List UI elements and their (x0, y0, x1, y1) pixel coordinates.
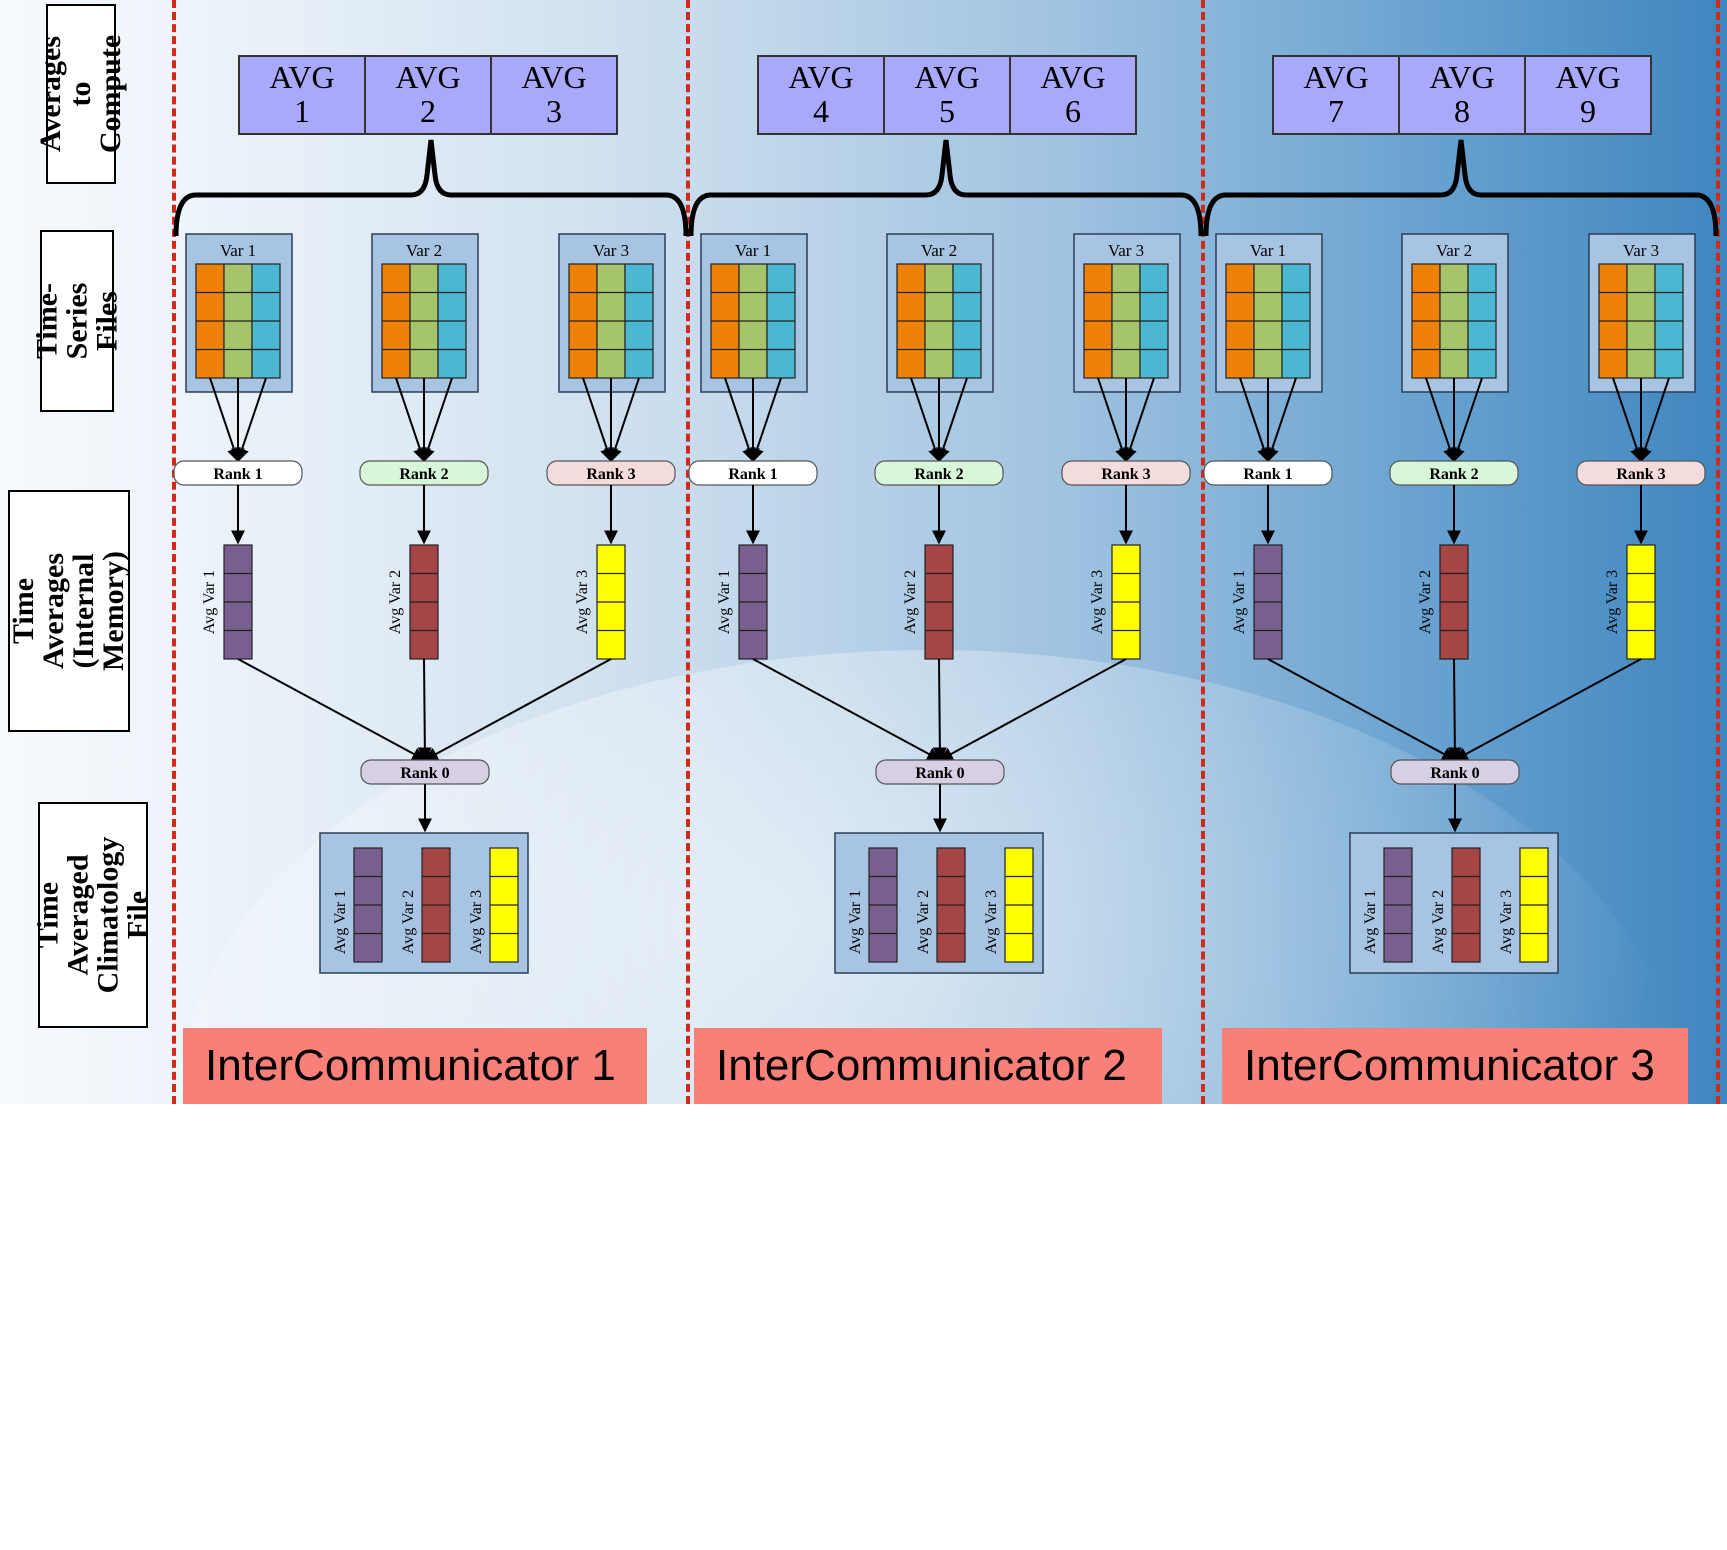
intercommunicator-1: InterCommunicator 1 (183, 1028, 647, 1104)
rank-label: Rank 1 (1243, 466, 1292, 483)
avg-var-label: Avg Var 3 (1604, 570, 1621, 634)
avg-var-label: Avg Var 1 (847, 890, 864, 954)
avg-var-label: Avg Var 3 (1089, 570, 1106, 634)
avg-var-label: Avg Var 3 (574, 570, 591, 634)
var-file-label: Var 2 (406, 241, 442, 260)
flow-diagram: Var 1 Rank 1 Avg Var 1 Var 2 Rank 2 Avg Var 2… (173, 139, 1719, 974)
arrow (938, 658, 1127, 761)
rank-label: Rank 3 (586, 466, 635, 483)
intercommunicator-group-3: Var 1 Rank 1 Avg Var 1 Var 2 Rank 2 Avg Var 2… (1203, 139, 1719, 974)
intercommunicator-group-1: Var 1 Rank 1 Avg Var 1 Var 2 Rank 2 Avg Var 2… (173, 139, 689, 974)
divider-line (172, 0, 176, 1104)
avg-var-label: Avg Var 1 (1362, 890, 1379, 954)
intercommunicator-group-2: Var 1 Rank 1 Avg Var 1 Var 2 Rank 2 Avg Var 2… (688, 139, 1204, 974)
avg-var-label: Avg Var 1 (1231, 570, 1248, 634)
arrow (417, 658, 432, 762)
arrow (1265, 377, 1297, 463)
avg-var-label: Avg Var 2 (1417, 570, 1434, 634)
arrow (1453, 658, 1642, 761)
var-file-label: Var 3 (593, 241, 629, 260)
divider-line (1201, 0, 1205, 1104)
intercommunicator-2: InterCommunicator 2 (694, 1028, 1162, 1104)
avg-var-label: Avg Var 2 (400, 890, 417, 954)
rank-label: Rank 1 (728, 466, 777, 483)
arrow (750, 377, 782, 463)
arrow (1097, 377, 1129, 463)
avg-var-label: Avg Var 1 (716, 570, 733, 634)
rank-label: Rank 3 (1616, 466, 1665, 483)
divider-line (686, 0, 690, 1104)
arrow (932, 658, 947, 762)
arrow (235, 377, 267, 463)
arrow (1451, 377, 1483, 463)
arrow (1425, 377, 1457, 463)
brace (173, 139, 689, 237)
arrow (752, 658, 942, 761)
arrow (423, 658, 612, 761)
avg-var-label: Avg Var 3 (1498, 890, 1515, 954)
arrow (1447, 658, 1462, 762)
row-label-climatology: Time Averaged Climatology File (31, 802, 154, 1028)
arrow (582, 377, 614, 463)
divider-line (1716, 0, 1720, 1104)
rank-label: Rank 0 (1430, 765, 1479, 782)
avg-var-label: Avg Var 2 (387, 570, 404, 634)
arrow (421, 377, 453, 463)
arrow (209, 377, 241, 463)
arrow (1267, 658, 1457, 761)
var-file-label: Var 3 (1108, 241, 1144, 260)
avg-var-label: Avg Var 1 (201, 570, 218, 634)
row-label-timeseries: Time-Series Files (30, 230, 123, 412)
avg-var-label: Avg Var 2 (1430, 890, 1447, 954)
arrow (1123, 377, 1155, 463)
row-label-averages: Averages to Compute (34, 4, 127, 184)
var-file-label: Var 3 (1623, 241, 1659, 260)
arrow (1612, 377, 1644, 463)
arrow (1638, 377, 1670, 463)
arrow (1239, 377, 1271, 463)
var-file-label: Var 1 (735, 241, 771, 260)
arrow (724, 377, 756, 463)
rank-label: Rank 2 (1429, 466, 1478, 483)
rank-label: Rank 0 (915, 765, 964, 782)
brace (1203, 139, 1719, 237)
rank-label: Rank 3 (1101, 466, 1150, 483)
arrow (936, 377, 968, 463)
avg-var-label: Avg Var 3 (983, 890, 1000, 954)
arrow (608, 377, 640, 463)
var-file-label: Var 1 (1250, 241, 1286, 260)
arrow (395, 377, 427, 463)
var-file-label: Var 1 (220, 241, 256, 260)
arrow (237, 658, 427, 761)
rank-label: Rank 1 (213, 466, 262, 483)
avg-var-label: Avg Var 3 (468, 890, 485, 954)
var-file-label: Var 2 (1436, 241, 1472, 260)
arrow (910, 377, 942, 463)
row-label-timeavg: Time Averages (Internal Memory) (7, 490, 130, 732)
rank-label: Rank 2 (914, 466, 963, 483)
rank-label: Rank 0 (400, 765, 449, 782)
brace (688, 139, 1204, 237)
var-file-label: Var 2 (921, 241, 957, 260)
rank-label: Rank 2 (399, 466, 448, 483)
avg-var-label: Avg Var 2 (915, 890, 932, 954)
avg-var-label: Avg Var 2 (902, 570, 919, 634)
avg-var-label: Avg Var 1 (332, 890, 349, 954)
intercommunicator-3: InterCommunicator 3 (1222, 1028, 1688, 1104)
